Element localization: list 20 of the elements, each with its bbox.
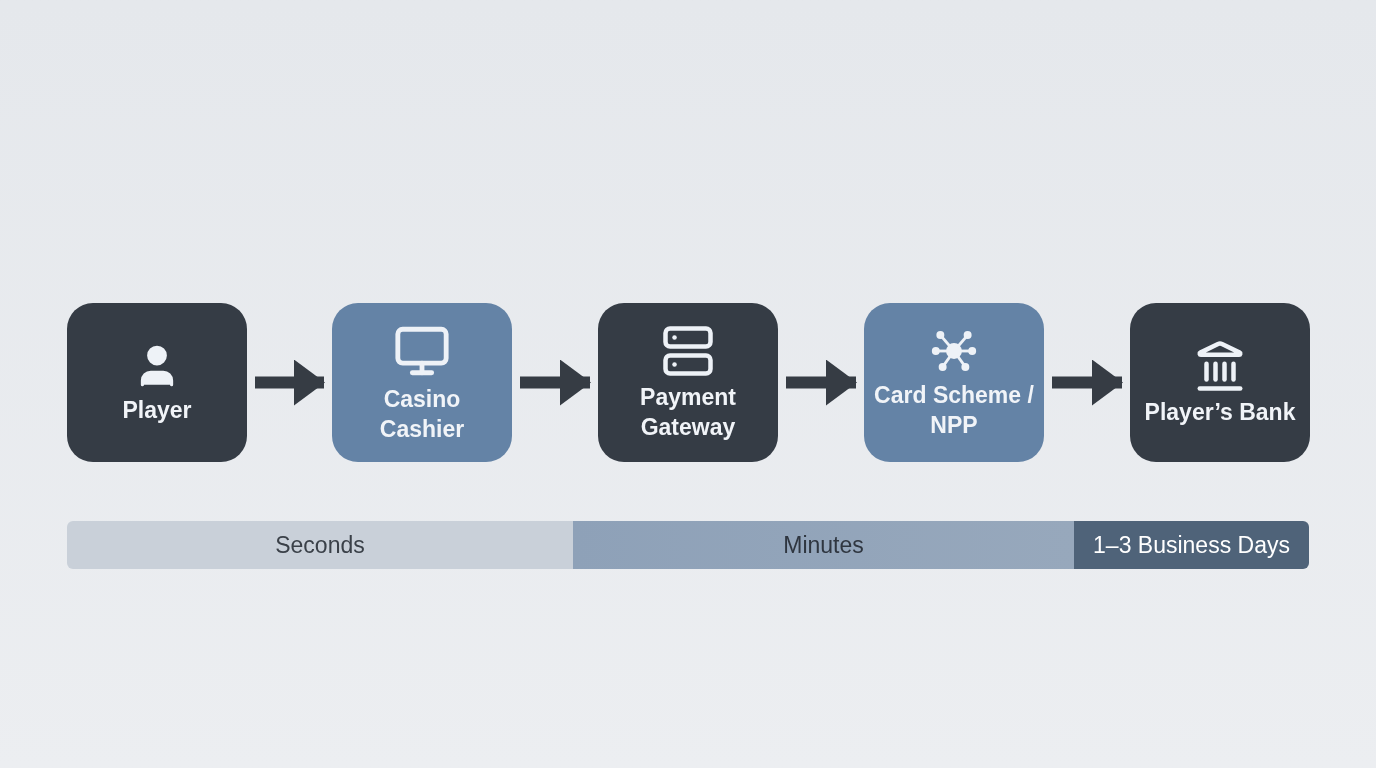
process-box (332, 303, 512, 462)
node-label: Payment Gateway (639, 382, 737, 442)
duration-label: 1–3 Business Days (1093, 530, 1290, 560)
node-label: Player (121, 395, 193, 425)
arrow (255, 359, 325, 406)
timeline-band (1074, 521, 1309, 569)
timeline-band (573, 521, 1074, 569)
duration-label: Minutes (783, 530, 864, 560)
process-box (67, 303, 247, 462)
process-box (1130, 303, 1310, 462)
node-label: Card Scheme / NPP (873, 380, 1035, 440)
node-label: Player’s Bank (1143, 397, 1297, 427)
arrow (786, 359, 857, 406)
duration-label: Seconds (275, 530, 365, 560)
node-label: Casino Cashier (378, 384, 466, 444)
timeline-band (67, 521, 573, 569)
arrow (1052, 359, 1123, 406)
process-box (864, 303, 1044, 462)
arrow (520, 359, 591, 406)
process-box (598, 303, 778, 462)
